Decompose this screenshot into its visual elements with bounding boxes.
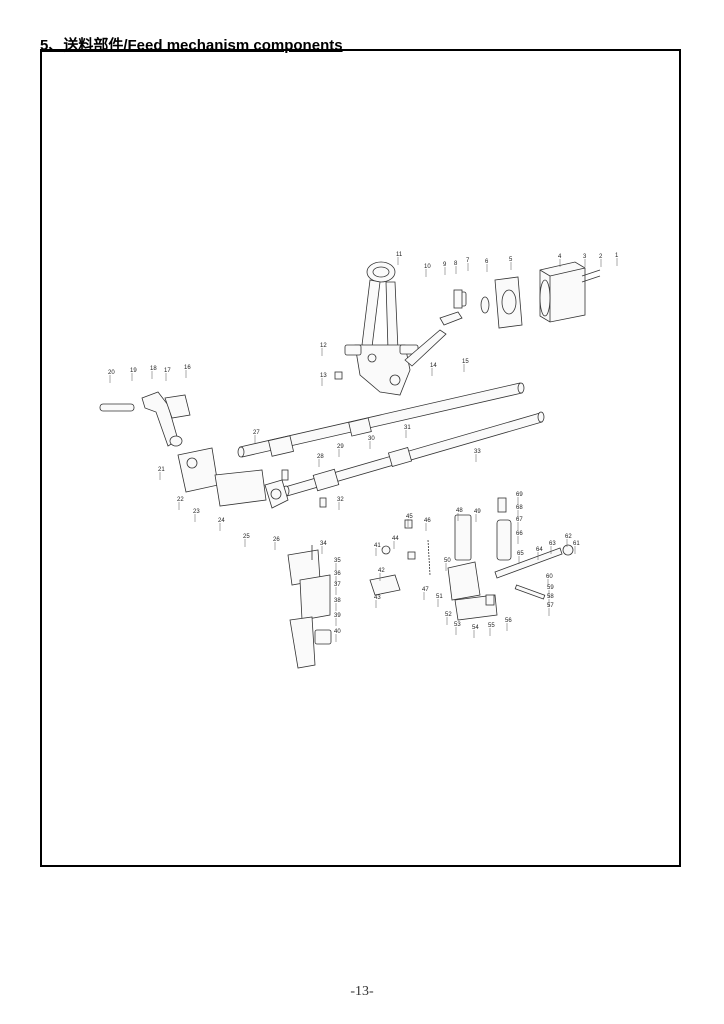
part-label-60: 60 bbox=[546, 574, 553, 580]
part-label-64: 64 bbox=[536, 547, 543, 553]
part-label-17: 17 bbox=[164, 368, 171, 374]
diagram-frame bbox=[40, 49, 681, 867]
part-label-68: 68 bbox=[516, 505, 523, 511]
part-label-50: 50 bbox=[444, 558, 451, 564]
part-label-6: 6 bbox=[485, 259, 489, 265]
part-label-15: 15 bbox=[462, 359, 469, 365]
part-label-31: 31 bbox=[404, 425, 411, 431]
part-label-57: 57 bbox=[547, 603, 554, 609]
part-label-11: 11 bbox=[396, 252, 403, 258]
part-label-25: 25 bbox=[243, 534, 250, 540]
part-label-8: 8 bbox=[454, 261, 458, 267]
part-label-34: 34 bbox=[320, 541, 327, 547]
part-label-10: 10 bbox=[424, 264, 431, 270]
part-label-39: 39 bbox=[334, 613, 341, 619]
part-label-46: 46 bbox=[424, 518, 431, 524]
part-label-23: 23 bbox=[193, 509, 200, 515]
part-label-26: 26 bbox=[273, 537, 280, 543]
part-label-42: 42 bbox=[378, 568, 385, 574]
part-label-47: 47 bbox=[422, 587, 429, 593]
part-label-53: 53 bbox=[454, 622, 461, 628]
part-label-62: 62 bbox=[565, 534, 572, 540]
part-label-40: 40 bbox=[334, 629, 341, 635]
part-label-16: 16 bbox=[184, 365, 191, 371]
part-label-32: 32 bbox=[337, 497, 344, 503]
part-label-12: 12 bbox=[320, 343, 327, 349]
feed-shaft-lower-drawing bbox=[282, 411, 545, 497]
part-label-30: 30 bbox=[368, 436, 375, 442]
part-label-18: 18 bbox=[150, 366, 157, 372]
part-label-4: 4 bbox=[558, 254, 562, 260]
page-number: -13- bbox=[350, 984, 374, 999]
part-label-67: 67 bbox=[516, 517, 523, 523]
part-label-58: 58 bbox=[547, 594, 554, 600]
part-label-33: 33 bbox=[474, 449, 481, 455]
part-label-52: 52 bbox=[445, 612, 452, 618]
part-label-22: 22 bbox=[177, 497, 184, 503]
part-label-9: 9 bbox=[443, 262, 447, 268]
part-label-13: 13 bbox=[320, 373, 327, 379]
part-label-35: 35 bbox=[334, 558, 341, 564]
part-label-21: 21 bbox=[158, 467, 165, 473]
part-label-61: 61 bbox=[573, 541, 580, 547]
part-label-2: 2 bbox=[599, 254, 603, 260]
feed-plate-assembly-drawing bbox=[287, 545, 332, 669]
part-label-65: 65 bbox=[517, 551, 524, 557]
stepper-motor-drawing bbox=[539, 261, 601, 323]
part-label-48: 48 bbox=[456, 508, 463, 514]
part-label-55: 55 bbox=[488, 623, 495, 629]
part-label-38: 38 bbox=[334, 598, 341, 604]
part-label-5: 5 bbox=[509, 257, 513, 263]
motor-flange-drawing bbox=[494, 276, 523, 329]
connecting-rod-drawing bbox=[334, 261, 463, 396]
left-crank-arm-drawing bbox=[99, 391, 191, 447]
part-label-41: 41 bbox=[374, 543, 381, 549]
part-label-69: 69 bbox=[516, 492, 523, 498]
part-label-43: 43 bbox=[374, 595, 381, 601]
coupling-drawing bbox=[457, 291, 490, 314]
part-label-36: 36 bbox=[334, 571, 341, 577]
part-label-49: 49 bbox=[474, 509, 481, 515]
part-label-29: 29 bbox=[337, 444, 344, 450]
part-label-56: 56 bbox=[505, 618, 512, 624]
part-label-3: 3 bbox=[583, 254, 587, 260]
part-label-1: 1 bbox=[615, 253, 619, 259]
feed-bracket-drawing bbox=[177, 447, 327, 509]
part-label-45: 45 bbox=[406, 514, 413, 520]
part-label-66: 66 bbox=[516, 531, 523, 537]
part-label-59: 59 bbox=[547, 585, 554, 591]
spring-lever-group-drawing bbox=[369, 519, 431, 596]
part-label-37: 37 bbox=[334, 582, 341, 588]
part-label-27: 27 bbox=[253, 430, 260, 436]
right-mechanism-group-drawing bbox=[447, 497, 574, 621]
part-label-19: 19 bbox=[130, 368, 137, 374]
part-label-63: 63 bbox=[549, 541, 556, 547]
part-label-24: 24 bbox=[218, 518, 225, 524]
part-label-28: 28 bbox=[317, 454, 324, 460]
part-label-14: 14 bbox=[430, 363, 437, 369]
part-number-labels: 1234567891011121314151617181920212223242… bbox=[108, 252, 619, 642]
part-label-51: 51 bbox=[436, 594, 443, 600]
part-label-54: 54 bbox=[472, 625, 479, 631]
part-label-20: 20 bbox=[108, 370, 115, 376]
part-label-44: 44 bbox=[392, 536, 399, 542]
part-label-7: 7 bbox=[466, 258, 470, 264]
feed-shaft-upper-drawing bbox=[237, 382, 525, 458]
